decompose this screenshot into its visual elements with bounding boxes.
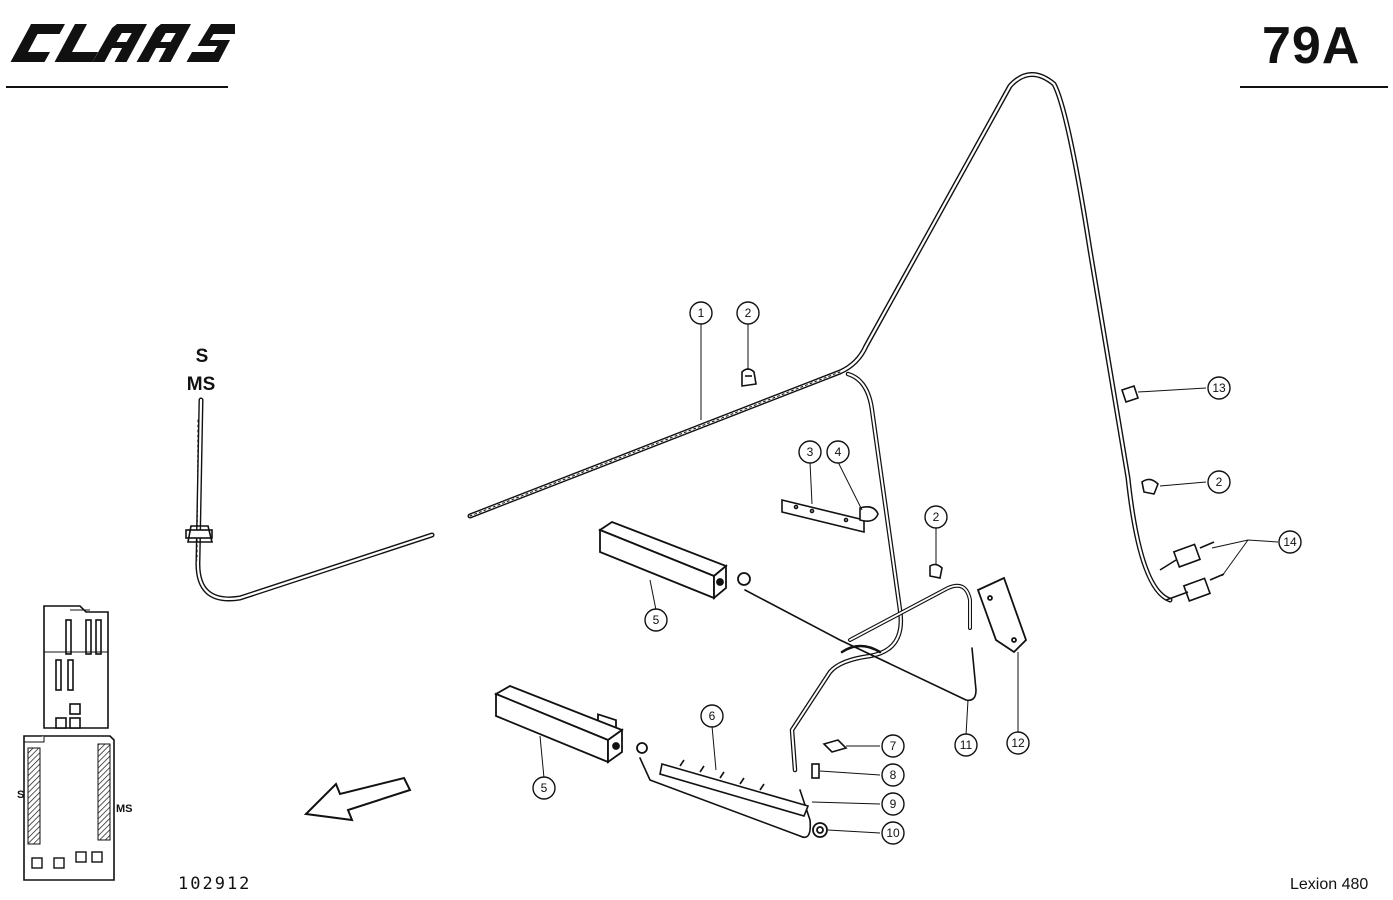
inset-label-ms: MS (116, 803, 133, 815)
page-code: 79A (1262, 17, 1361, 75)
inset-node-2 (53, 857, 65, 869)
callout-14 (1278, 530, 1302, 554)
callout-5-lower (532, 776, 556, 800)
callout-4 (826, 440, 850, 464)
callout-4-text: 4 (835, 445, 842, 459)
claas-logo-icon (10, 24, 242, 62)
callout-1-text: 1 (698, 306, 705, 320)
callout-11-text: 11 (960, 738, 973, 752)
inset-node-1 (31, 857, 43, 869)
clip-2-middle-icon (929, 563, 943, 579)
callout-9 (881, 792, 905, 816)
callout-13-text: 13 (1212, 381, 1226, 395)
callout-6-text: 6 (709, 709, 716, 723)
brand-logo (10, 20, 242, 68)
inset-hatch-left (27, 743, 111, 845)
connector-rail-6-icon (659, 759, 810, 817)
callout-2-top-text: 2 (745, 306, 752, 320)
callout-7-text: 7 (890, 739, 897, 753)
pin-8-icon (811, 763, 820, 779)
callout-7 (881, 734, 905, 758)
callout-2-top (736, 301, 760, 325)
grommet-10-icon (812, 822, 828, 838)
callout-2-middle (924, 505, 948, 529)
mounting-plate-3-icon (781, 498, 865, 534)
label-s: S (196, 346, 209, 367)
switch-14-icon (1159, 541, 1225, 602)
plate-7-icon (822, 739, 848, 753)
callout-5-upper-text: 5 (653, 613, 660, 627)
callout-12-text: 12 (1011, 736, 1025, 750)
callout-3-text: 3 (807, 445, 814, 459)
connector-13-icon (1120, 384, 1140, 404)
callout-3 (798, 440, 822, 464)
callout-10-text: 10 (886, 826, 900, 840)
callout-2-right-text: 2 (1216, 475, 1223, 489)
callout-14-text: 14 (1283, 535, 1297, 549)
inset-node-4 (91, 851, 103, 863)
callout-1 (689, 301, 713, 325)
machine-overview-inset (23, 605, 115, 881)
inset-label-s: S (17, 789, 24, 801)
model-name: Lexion 480 (1290, 876, 1369, 893)
header-rule-left (6, 86, 228, 88)
callout-11 (954, 733, 978, 757)
direction-arrow-icon (303, 776, 412, 822)
callout-2-middle-text: 2 (933, 510, 940, 524)
callout-10 (881, 821, 905, 845)
sensor-unit-5-upper-icon (597, 520, 751, 734)
label-ms: MS (187, 374, 216, 395)
callout-13 (1207, 376, 1231, 400)
clip-2-top-icon (741, 368, 757, 387)
callout-8-text: 8 (890, 768, 897, 782)
callout-6 (700, 704, 724, 728)
clip-2-right-icon (1141, 478, 1159, 495)
callout-2-right (1207, 470, 1231, 494)
sensor-unit-5-lower-icon (493, 685, 648, 764)
callout-9-text: 9 (890, 797, 897, 811)
drawing-number: 102912 (178, 874, 252, 894)
callout-12 (1006, 731, 1030, 755)
header-rule-right (1240, 86, 1388, 88)
callout-5-lower-text: 5 (541, 781, 548, 795)
callout-8 (881, 763, 905, 787)
clamp-4-icon (859, 506, 879, 522)
bracket-12-icon (976, 576, 1028, 654)
inset-node-3 (75, 851, 87, 863)
callout-5-upper (644, 608, 668, 632)
harness-cable-main (195, 397, 435, 602)
cable-clamp-icon (185, 525, 214, 543)
